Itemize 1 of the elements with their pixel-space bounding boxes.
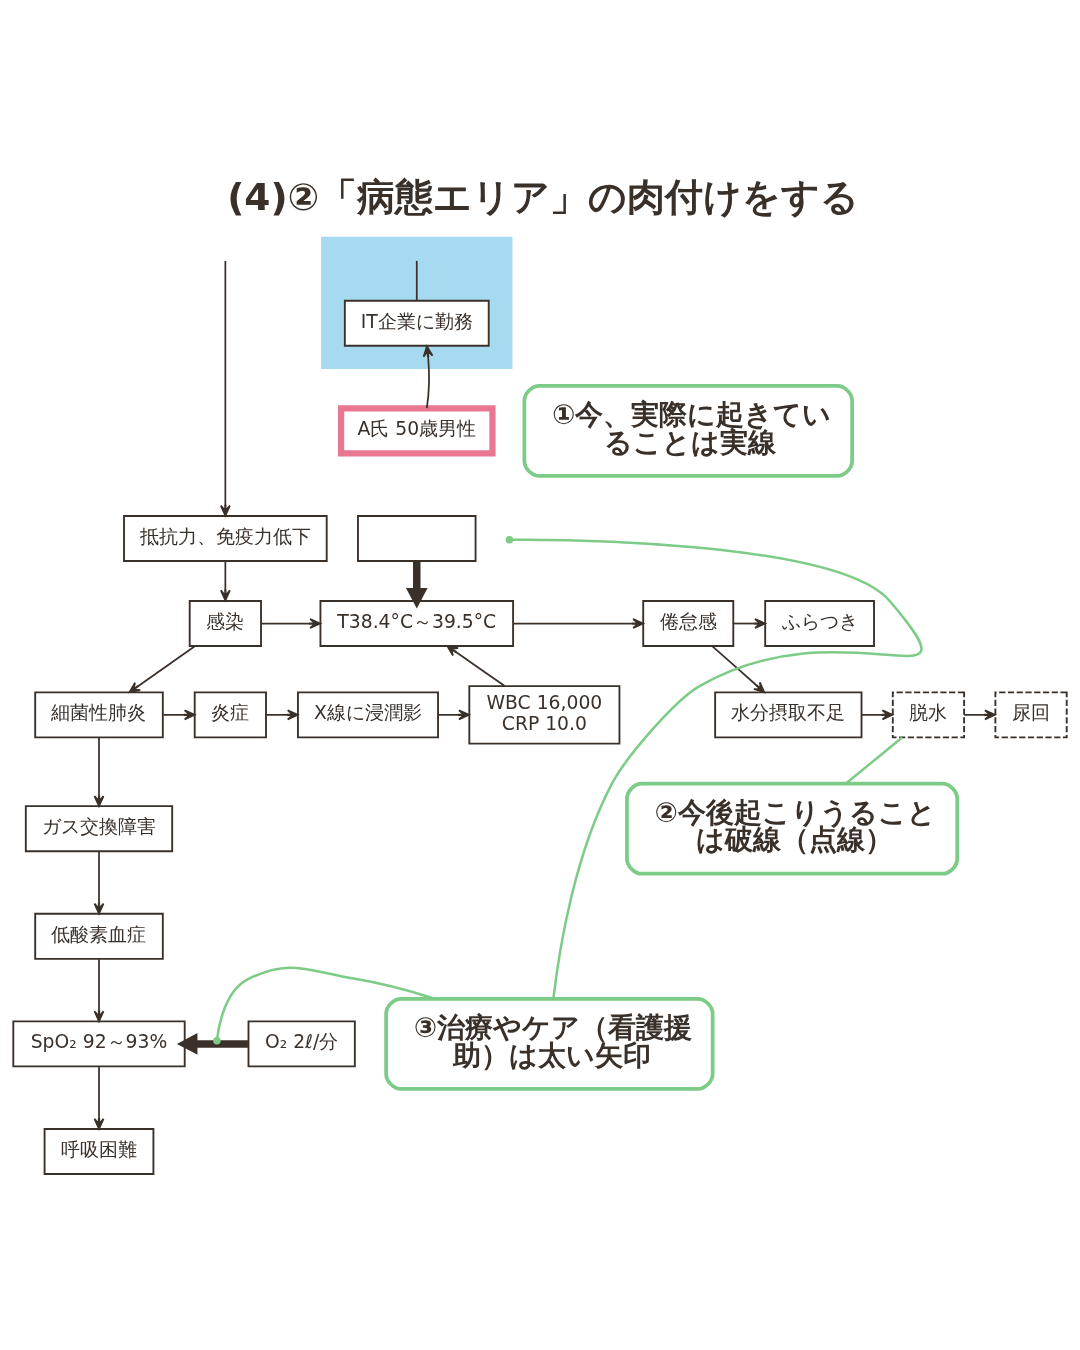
diagram-title: (4)②「病態エリア」の肉付けをする xyxy=(227,174,860,219)
